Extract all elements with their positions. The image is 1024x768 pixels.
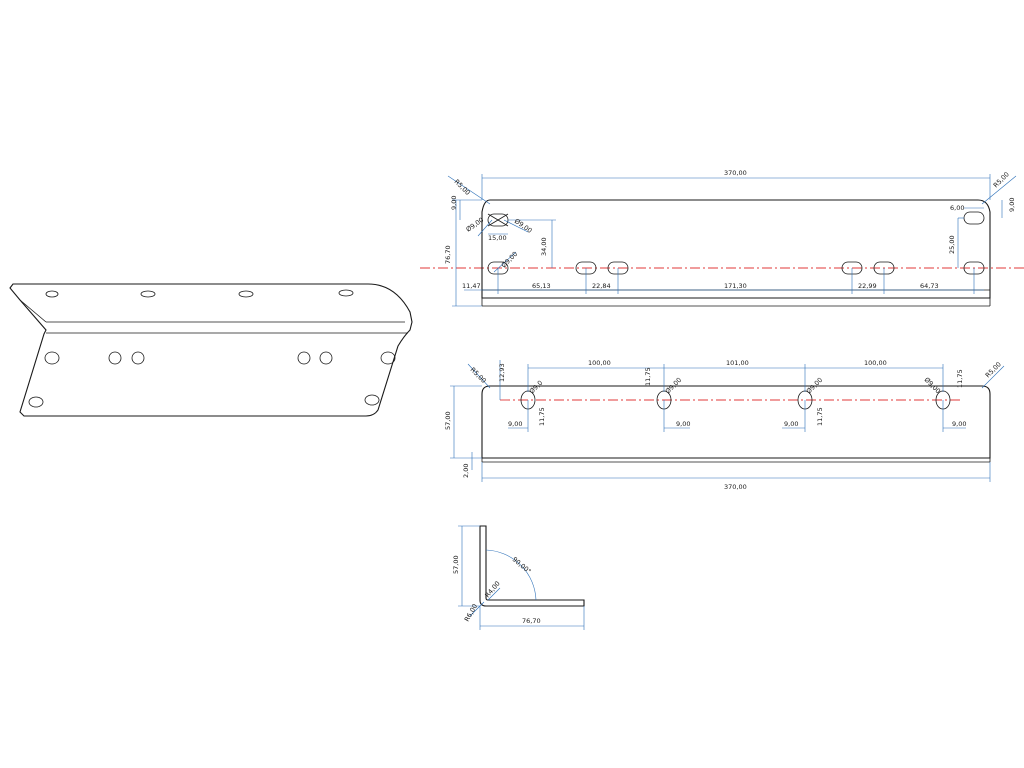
side-view-profile [479,525,585,607]
dim-top-height: 76,70 [444,245,452,264]
dim-top-spacing-5: 22,99 [858,282,877,290]
iso-hole [338,289,354,297]
leader [447,175,491,205]
iso-hole [28,396,44,408]
dim-front-edge-offset-right: 11,75 [956,369,964,388]
iso-hole [108,351,122,365]
leader [981,175,1017,205]
dim-top-radius-left: R5,00 [453,178,472,197]
iso-top-holes [45,289,354,298]
iso-front-holes [28,351,396,408]
front-view: 100,00 101,00 100,00 12,93 11,75 11,75 1… [444,359,1005,491]
dim-top-edge-left: 9,00 [450,196,458,210]
side-view: 57,00 90,00° R4,00 R6,00 76,70 [452,525,585,630]
dim-front-hole-spacing-3: 9,00 [784,420,798,428]
dim-front-pitch-1: 100,00 [588,359,611,367]
dim-front-edge-offset-mid1: 11,75 [644,367,652,386]
dim-top-overall-length: 370,00 [724,169,747,177]
iso-hole [44,351,60,365]
dim-top-offset-vertical: 34,00 [540,237,548,256]
dim-top-spacing-2: 65,13 [532,282,551,290]
dim-front-pitch-3: 100,00 [864,359,887,367]
iso-hole [45,290,59,298]
dim-top-hole-diam-c: Ø9,00 [500,250,520,270]
dim-top-spacing-6: 64,73 [920,282,939,290]
dim-front-hole-spacing-4: 9,00 [952,420,966,428]
leader [493,251,517,273]
leader [467,363,491,389]
leader [477,219,493,237]
dim-front-hole-diam-1: Ø9,0 [528,379,545,396]
dim-front-hole-spacing-1: 9,00 [508,420,522,428]
iso-hole [297,351,311,365]
iso-hole [364,394,380,406]
iso-bracket-outline [9,283,413,417]
dim-front-pitch-2: 101,00 [726,359,749,367]
leader [981,365,1005,389]
top-slot [963,211,985,225]
front-view-outline [481,385,991,459]
dim-front-thickness: 2,00 [462,464,470,478]
dim-side-height: 57,00 [452,555,460,574]
dim-top-slot-length: 15,00 [488,234,507,242]
dim-front-hole-spacing-2: 9,00 [676,420,690,428]
iso-hole [131,351,145,365]
dim-top-edge-right: 9,00 [1008,198,1016,212]
dim-top-slot-width: 6,00 [950,204,964,212]
iso-bend-left-edge [19,299,47,323]
dim-top-radius-right: R5,00 [992,170,1011,189]
iso-hole [238,290,254,298]
dim-front-offset-top: 12,93 [498,363,506,382]
top-view: 370,00 R5,00 R5,00 9,00 9,00 76,70 Ø9,00… [420,169,1024,307]
dim-side-thickness-offset: R6,00 [463,603,479,623]
leader [487,587,501,601]
dim-top-spacing-4: 171,30 [724,282,747,290]
leader [469,601,485,617]
dim-top-spacing-3: 22,84 [592,282,611,290]
leader [503,219,529,233]
dim-top-spacing-1: 11,47 [462,282,481,290]
dim-bend-angle-arc [485,549,537,601]
iso-hole [140,290,156,298]
dim-top-offset-right-vertical: 25,00 [948,235,956,254]
dim-front-edge-offset-mid2: 11,75 [816,407,824,426]
dim-side-bend-angle: 90,00° [511,555,533,575]
top-slot-cross [487,213,509,227]
dim-front-radius-left: R5,00 [469,366,488,385]
dim-side-base-length: 76,70 [522,617,541,625]
iso-hole [380,351,396,365]
isometric-view [9,283,413,417]
iso-hole [319,351,333,365]
dim-front-overall-length: 370,00 [724,483,747,491]
dim-front-height: 57,00 [444,411,452,430]
dim-front-edge-offset-left: 11,75 [538,407,546,426]
